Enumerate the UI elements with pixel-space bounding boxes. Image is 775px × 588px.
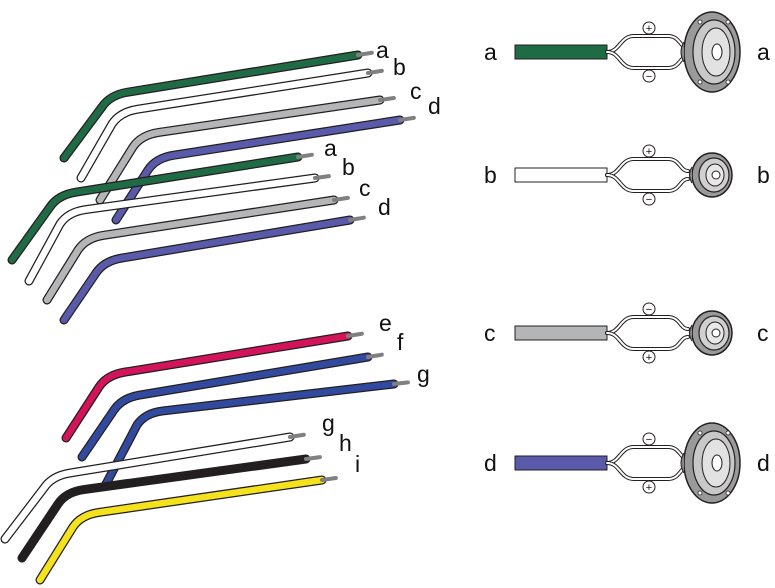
wire-tip <box>368 355 382 357</box>
wire-label: i <box>355 451 360 477</box>
wire-tip <box>322 478 336 480</box>
wire-swatch <box>515 45 607 59</box>
wire-tip <box>350 218 364 220</box>
legend-row-c: c − + c <box>484 303 769 364</box>
plus-terminal-icon: + <box>643 22 655 35</box>
legend-label-right: d <box>757 450 770 476</box>
speaker-round-icon <box>690 311 733 355</box>
speaker-round-icon <box>690 153 733 197</box>
wire-tip <box>394 382 408 384</box>
legend-label-right: c <box>757 320 769 346</box>
wire-h-black: h <box>22 430 352 558</box>
speaker-legend: a + − a b + − b c − + c d − + d <box>484 12 770 503</box>
wire-tip <box>306 457 320 459</box>
legend-row-d: d − + d <box>484 423 770 503</box>
wire-tip <box>315 176 329 178</box>
svg-text:+: + <box>646 146 652 158</box>
minus-terminal-icon: − <box>643 433 655 446</box>
legend-label-left: a <box>484 39 497 65</box>
legend-label-right: a <box>757 39 770 65</box>
minus-terminal-icon: − <box>643 303 655 316</box>
wire-label: b <box>342 154 355 180</box>
wire-label: h <box>339 430 352 456</box>
legend-row-a: a + − a <box>484 12 770 92</box>
wire-label: c <box>410 78 422 104</box>
wire-tip <box>358 53 372 55</box>
wire-label: d <box>428 93 441 119</box>
legend-row-b: b + − b <box>484 145 770 206</box>
plus-terminal-icon: + <box>643 351 655 364</box>
wire-label: e <box>379 310 392 336</box>
legend-label-right: b <box>757 162 770 188</box>
wire-label: f <box>397 329 404 355</box>
svg-text:−: − <box>646 71 652 83</box>
wire-label: g <box>417 361 430 387</box>
wire-label: b <box>393 54 406 80</box>
wire-swatch <box>515 168 607 182</box>
svg-text:−: − <box>646 434 652 446</box>
wire-swatch <box>515 326 607 340</box>
wire-tip <box>400 118 414 120</box>
minus-terminal-icon: − <box>643 193 655 206</box>
wire-tip <box>368 71 382 73</box>
wire-tip <box>348 334 362 336</box>
wire-label: c <box>359 175 371 201</box>
wire-label: a <box>376 37 389 63</box>
wire-label: d <box>378 194 391 220</box>
speaker-oval-icon <box>681 423 740 503</box>
wire-outline <box>40 480 322 580</box>
wire-label: g <box>322 410 335 436</box>
speaker-oval-icon <box>681 12 740 92</box>
wire-tip <box>380 98 394 100</box>
legend-label-left: b <box>484 162 497 188</box>
wire-swatch <box>515 456 607 470</box>
wire-e-magenta: e <box>66 310 392 438</box>
legend-label-left: c <box>484 320 496 346</box>
svg-text:+: + <box>646 352 652 364</box>
wire-tip <box>290 435 304 437</box>
svg-text:+: + <box>646 23 652 35</box>
legend-label-left: d <box>484 450 497 476</box>
plus-terminal-icon: + <box>643 481 655 494</box>
wire-insulation <box>40 480 322 580</box>
wire-label: a <box>324 135 337 161</box>
svg-text:−: − <box>646 194 652 206</box>
svg-text:+: + <box>646 482 652 494</box>
wire-tip <box>298 155 312 157</box>
minus-terminal-icon: − <box>643 70 655 83</box>
plus-terminal-icon: + <box>643 145 655 158</box>
wire-tip <box>334 198 348 200</box>
svg-text:−: − <box>646 304 652 316</box>
